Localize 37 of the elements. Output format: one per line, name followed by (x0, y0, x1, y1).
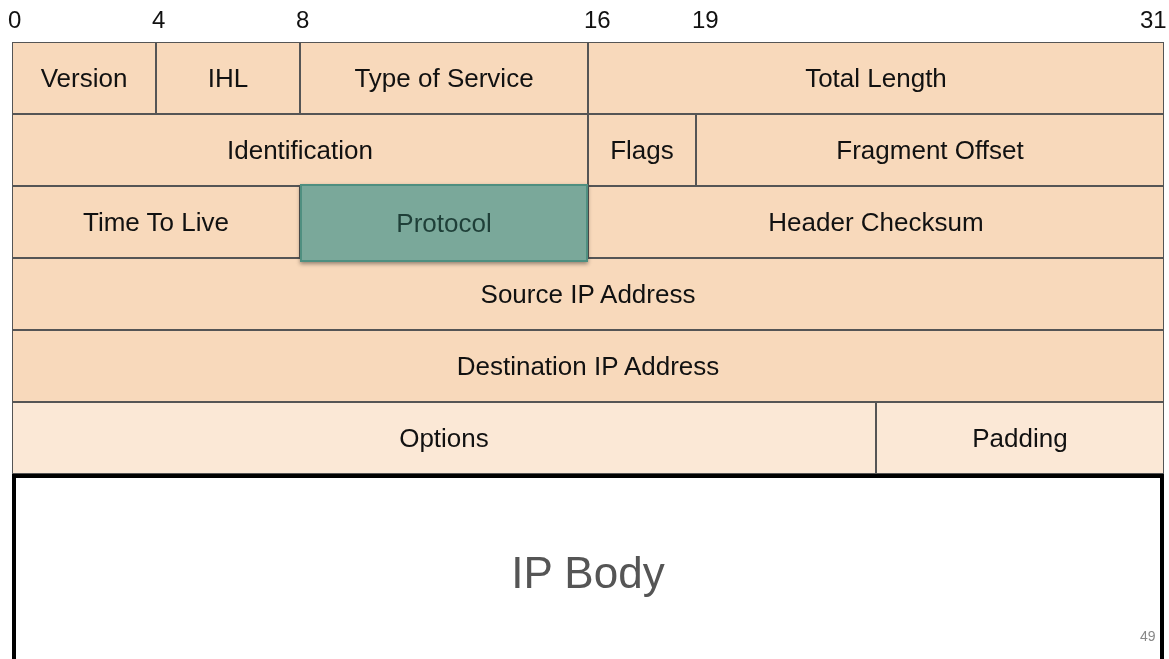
body-area (12, 474, 1164, 659)
bit-number: 19 (692, 6, 719, 34)
header-field (156, 42, 300, 114)
field-name: Total Length (805, 62, 947, 94)
body-title: IP Body (511, 548, 665, 598)
field-name: Options (399, 422, 489, 454)
field-name: Fragment Offset (836, 134, 1024, 166)
header-field (588, 42, 1164, 114)
field-name: Time To Live (83, 206, 229, 238)
field-name: IHL (207, 62, 249, 94)
page-number: 49 (1140, 628, 1156, 644)
header-field (12, 42, 156, 114)
field-name: Destination IP Address (456, 350, 720, 382)
field-name: Flags (610, 134, 674, 166)
header-field (12, 114, 588, 186)
bit-number: 4 (152, 6, 166, 34)
bit-number: 31 (1140, 6, 1167, 34)
field-name: Protocol (396, 207, 492, 239)
header-field (12, 186, 300, 258)
header-field (588, 114, 696, 186)
field-name: Padding (972, 422, 1068, 454)
highlighted-field (300, 184, 588, 262)
field-name: Type of Service (354, 62, 534, 94)
header-field (12, 330, 1164, 402)
field-name: Identification (227, 134, 373, 166)
bit-number: 16 (584, 6, 611, 34)
field-name: Version (40, 62, 128, 94)
header-field (876, 402, 1164, 474)
header-field (12, 258, 1164, 330)
field-name: Source IP Address (480, 278, 696, 310)
header-field (696, 114, 1164, 186)
header-field (12, 402, 876, 474)
field-name: Header Checksum (768, 206, 984, 238)
bit-number: 8 (296, 6, 310, 34)
bit-number: 0 (8, 6, 22, 34)
header-field (588, 186, 1164, 258)
header-field (300, 42, 588, 114)
